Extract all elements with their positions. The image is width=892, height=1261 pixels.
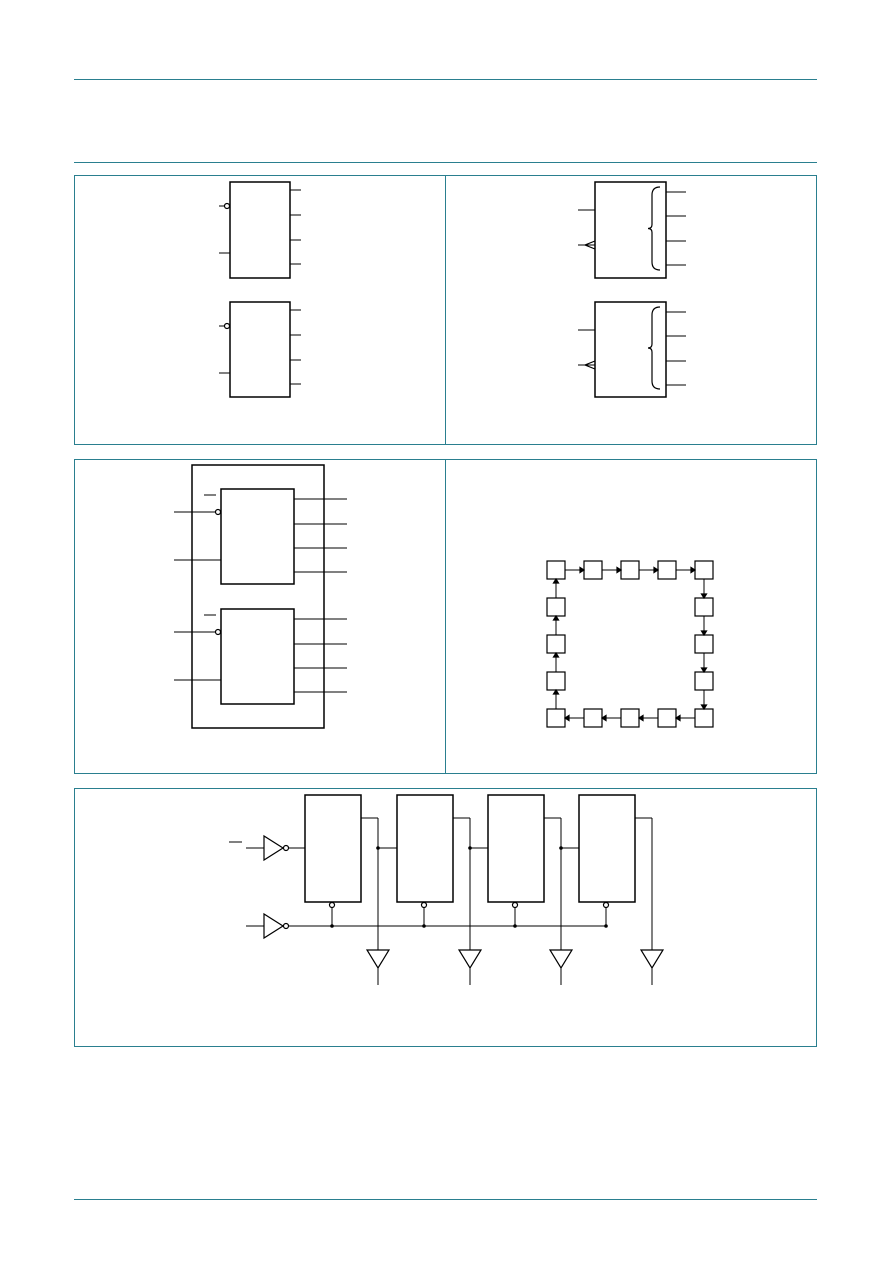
- state-box: [694, 671, 714, 691]
- arrowhead: [674, 714, 681, 722]
- state-diagram: [546, 560, 714, 728]
- arrowhead: [552, 577, 560, 584]
- output-brace: [647, 306, 661, 390]
- flip-flop-block: [304, 794, 362, 903]
- flip-flop-block: [578, 794, 636, 903]
- junction-dot: [559, 846, 563, 850]
- inversion-bubble: [282, 922, 290, 930]
- state-box: [583, 560, 603, 580]
- arrowhead: [700, 667, 708, 674]
- flip-flop-block: [487, 794, 545, 903]
- header-bottom-rule: [74, 162, 817, 163]
- output-brace: [647, 186, 661, 271]
- figure-logic-and-state-divider: [445, 459, 446, 774]
- arrowhead: [579, 566, 586, 574]
- state-box: [657, 560, 677, 580]
- state-box: [657, 708, 677, 728]
- state-box: [546, 560, 566, 580]
- junction-dot: [422, 924, 426, 928]
- inversion-bubble: [511, 901, 519, 909]
- symbol-block: [220, 608, 295, 705]
- state-box: [546, 634, 566, 654]
- symbol-block: [594, 181, 667, 279]
- clock-triangle-icon: [583, 360, 596, 370]
- output-buffer-triangle-icon: [457, 949, 483, 970]
- arrowhead: [600, 714, 607, 722]
- state-box: [546, 597, 566, 617]
- output-buffer-triangle-icon: [365, 949, 391, 970]
- junction-dot: [513, 924, 517, 928]
- state-box: [694, 708, 714, 728]
- clock-triangle-icon: [583, 240, 596, 250]
- inversion-bubble: [328, 901, 336, 909]
- inversion-bubble: [223, 202, 231, 210]
- arrowhead: [653, 566, 660, 574]
- junction-dot: [468, 846, 472, 850]
- flip-flop-block: [396, 794, 454, 903]
- arrowhead: [552, 614, 560, 621]
- junction-dot: [376, 846, 380, 850]
- arrowhead: [700, 593, 708, 600]
- state-box: [694, 560, 714, 580]
- junction-dot: [330, 924, 334, 928]
- arrowhead: [552, 688, 560, 695]
- logic-symbol-right: [578, 181, 686, 398]
- inversion-bubble: [420, 901, 428, 909]
- state-box: [620, 708, 640, 728]
- state-box: [546, 671, 566, 691]
- symbol-block: [594, 301, 667, 398]
- header-top-rule: [74, 79, 817, 80]
- logic-symbol-framed: [174, 464, 347, 729]
- state-box: [694, 634, 714, 654]
- arrowhead: [690, 566, 697, 574]
- arrowhead: [616, 566, 623, 574]
- state-box: [620, 560, 640, 580]
- figure-logic-diagram-panel: [74, 788, 817, 1047]
- arrowhead: [637, 714, 644, 722]
- arrowhead: [700, 704, 708, 711]
- state-box: [583, 708, 603, 728]
- figure-logic-symbols-divider: [445, 175, 446, 445]
- buffer-triangle-icon: [263, 912, 285, 940]
- inversion-bubble: [214, 628, 222, 636]
- inversion-bubble: [602, 901, 610, 909]
- symbol-block: [229, 181, 291, 279]
- state-box: [546, 708, 566, 728]
- symbol-block: [229, 301, 291, 398]
- output-buffer-triangle-icon: [548, 949, 574, 970]
- arrowhead: [552, 651, 560, 658]
- logic-diagram: [229, 794, 665, 985]
- arrowhead: [700, 630, 708, 637]
- footer-rule: [74, 1199, 817, 1200]
- logic-symbol-left: [219, 181, 301, 398]
- outer-frame: [191, 464, 325, 729]
- output-buffer-triangle-icon: [639, 949, 665, 970]
- inversion-bubble: [214, 508, 222, 516]
- inversion-bubble: [282, 844, 290, 852]
- inversion-bubble: [223, 322, 231, 330]
- symbol-block: [220, 488, 295, 585]
- arrowhead: [563, 714, 570, 722]
- state-box: [694, 597, 714, 617]
- buffer-triangle-icon: [263, 834, 285, 862]
- junction-dot: [604, 924, 608, 928]
